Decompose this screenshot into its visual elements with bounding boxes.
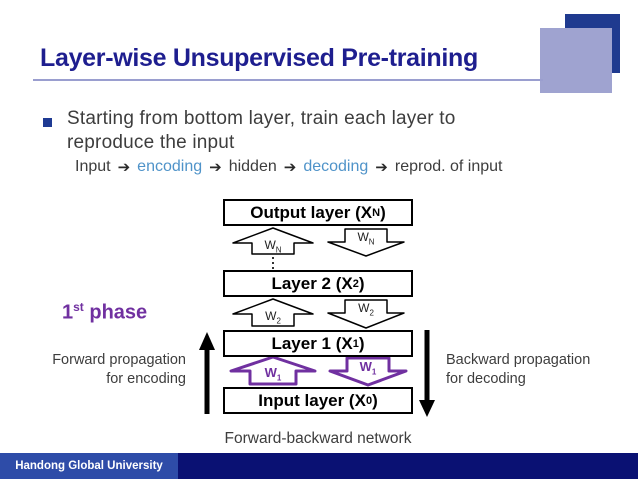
flow-word-hidden: hidden xyxy=(228,158,277,175)
input-layer-label-close: ) xyxy=(372,390,378,410)
footer-org-badge: Handong Global University xyxy=(0,453,178,479)
deco-square-light xyxy=(540,28,612,93)
right-arrow-icon: ➔ xyxy=(375,159,388,176)
flow-sequence: Input ➔ encoding ➔ hidden ➔ decoding ➔ r… xyxy=(75,158,502,176)
backward-propagation-arrowhead xyxy=(419,400,435,417)
phase-label: 1st phase xyxy=(62,300,148,324)
right-arrow-icon: ➔ xyxy=(117,159,131,176)
footer-bar: Handong Global University xyxy=(0,453,638,479)
block-down-arrow-w1-purple xyxy=(328,356,408,387)
right-arrow-icon: ➔ xyxy=(283,159,297,176)
bullet-text-line-2: reproduce the input xyxy=(67,132,235,153)
block-up-arrow-wn xyxy=(232,227,314,255)
weight-label-w2-up: W2 xyxy=(265,309,281,326)
layer1-label: Layer 1 (X xyxy=(271,333,353,353)
weight-label-w1-up: W1 xyxy=(264,365,282,383)
backward-propagation-label: Backward propagation for decoding xyxy=(446,352,591,387)
weight-label-w1-down: W1 xyxy=(359,359,377,377)
title-underline xyxy=(33,79,543,81)
flow-word-input: Input xyxy=(75,158,111,175)
flow-word-reprod: reprod. of input xyxy=(394,158,503,175)
input-layer-label: Input layer (X xyxy=(258,390,366,410)
layer2-label: Layer 2 (X xyxy=(271,273,353,293)
block-up-arrow-w2 xyxy=(232,298,314,327)
block-up-arrow-w1-purple xyxy=(229,355,317,386)
layer1-label-close: ) xyxy=(358,333,365,353)
forward-propagation-arrowhead xyxy=(199,332,215,350)
output-layer-label: Output layer (X xyxy=(250,202,373,222)
weight-label-w2-down: W2 xyxy=(358,301,374,318)
flow-word-decoding: decoding xyxy=(303,158,369,175)
weight-label-wn-down: WN xyxy=(357,230,375,247)
weight-label-wn-up: WN xyxy=(264,238,282,255)
flow-word-encoding: encoding xyxy=(137,158,203,175)
footer-org-name: Handong Global University xyxy=(15,460,163,472)
bullet-square-icon xyxy=(43,118,52,127)
right-arrow-icon: ➔ xyxy=(209,159,222,176)
bullet-text-line-1: Starting from bottom layer, train each l… xyxy=(67,108,456,129)
output-layer-label-close: ) xyxy=(380,202,386,222)
block-down-arrow-wn xyxy=(327,228,405,257)
page-title: Layer-wise Unsupervised Pre-training xyxy=(40,44,478,72)
forward-propagation-label: Forward propagation for encoding xyxy=(52,352,186,387)
layer2-label-close: ) xyxy=(358,273,365,293)
diagram-caption: Forward-backward network xyxy=(224,430,412,447)
block-down-arrow-w2 xyxy=(327,299,405,329)
